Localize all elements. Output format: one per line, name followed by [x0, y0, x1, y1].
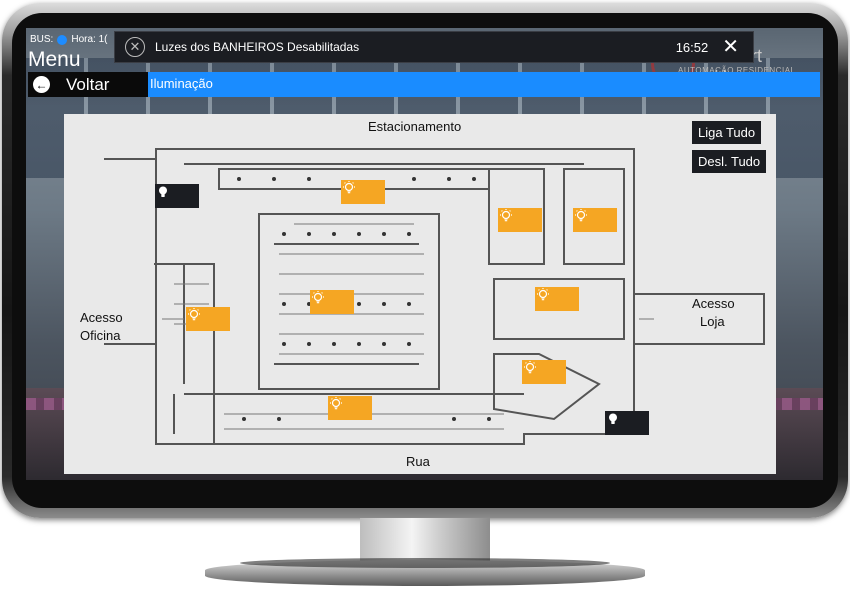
- label-acesso-oficina-1: Acesso: [80, 310, 123, 325]
- lightbulb-off-icon: [159, 186, 167, 197]
- lightbulb-icon: [188, 308, 200, 321]
- lightbulb-icon: [537, 288, 549, 301]
- lightbulb-icon: [330, 397, 342, 410]
- floor-plan: Estacionamento Rua Acesso Oficina Acesso…: [64, 114, 776, 474]
- lamp-9[interactable]: [155, 184, 199, 208]
- lamp-6[interactable]: [186, 307, 230, 331]
- notification-close-icon[interactable]: ✕: [125, 37, 145, 57]
- bus-status: BUS: Hora: 1(: [30, 34, 107, 45]
- lamp-2[interactable]: [498, 208, 542, 232]
- lightbulb-off-icon: [609, 413, 617, 424]
- lamp-7[interactable]: [522, 360, 566, 384]
- monitor-stand-shadow: [240, 558, 610, 568]
- label-acesso-oficina-2: Oficina: [80, 328, 121, 343]
- hora-label: Hora: 1(: [71, 34, 108, 45]
- notification-time: 16:52: [675, 39, 709, 55]
- lightbulb-icon: [524, 361, 536, 374]
- app-screen: Smart Homes AUTOMAÇÃO RESIDENCIAL BUS: H…: [26, 28, 823, 480]
- lightbulb-icon: [343, 181, 355, 194]
- label-estacionamento: Estacionamento: [368, 119, 462, 134]
- menu-title[interactable]: Menu: [28, 48, 81, 71]
- label-rua: Rua: [406, 454, 430, 469]
- notification-dismiss-icon[interactable]: ✕: [722, 36, 739, 58]
- back-arrow-icon: ←: [33, 76, 50, 93]
- label-acesso-loja-1: Acesso: [692, 296, 735, 311]
- notification-banner: ✕ Luzes dos BANHEIROS Desabilitadas 16:5…: [114, 31, 754, 63]
- back-label: Voltar: [66, 74, 110, 94]
- floor-plan-drawing: [104, 148, 765, 445]
- all-off-button[interactable]: Desl. Tudo: [692, 150, 767, 173]
- notification-text: Luzes dos BANHEIROS Desabilitadas: [155, 40, 360, 54]
- lightbulb-icon: [500, 209, 512, 222]
- all-on-button[interactable]: Liga Tudo: [692, 121, 762, 144]
- lamp-4[interactable]: [310, 290, 354, 314]
- lightbulb-icon: [575, 209, 587, 222]
- lamp-1[interactable]: [341, 180, 385, 204]
- bus-status-icon: [57, 34, 68, 45]
- back-button[interactable]: ← Voltar: [28, 72, 148, 97]
- label-acesso-loja-2: Loja: [700, 314, 725, 329]
- lightbulb-icon: [312, 291, 324, 304]
- section-title: Iluminação: [150, 76, 213, 91]
- brand-tagline: AUTOMAÇÃO RESIDENCIAL: [678, 66, 796, 75]
- lamp-5[interactable]: [535, 287, 579, 311]
- lamp-3[interactable]: [573, 208, 617, 232]
- navigation-bar: [28, 72, 820, 97]
- bus-label: BUS:: [30, 34, 54, 45]
- lamp-8[interactable]: [328, 396, 372, 420]
- lamp-10[interactable]: [605, 411, 649, 435]
